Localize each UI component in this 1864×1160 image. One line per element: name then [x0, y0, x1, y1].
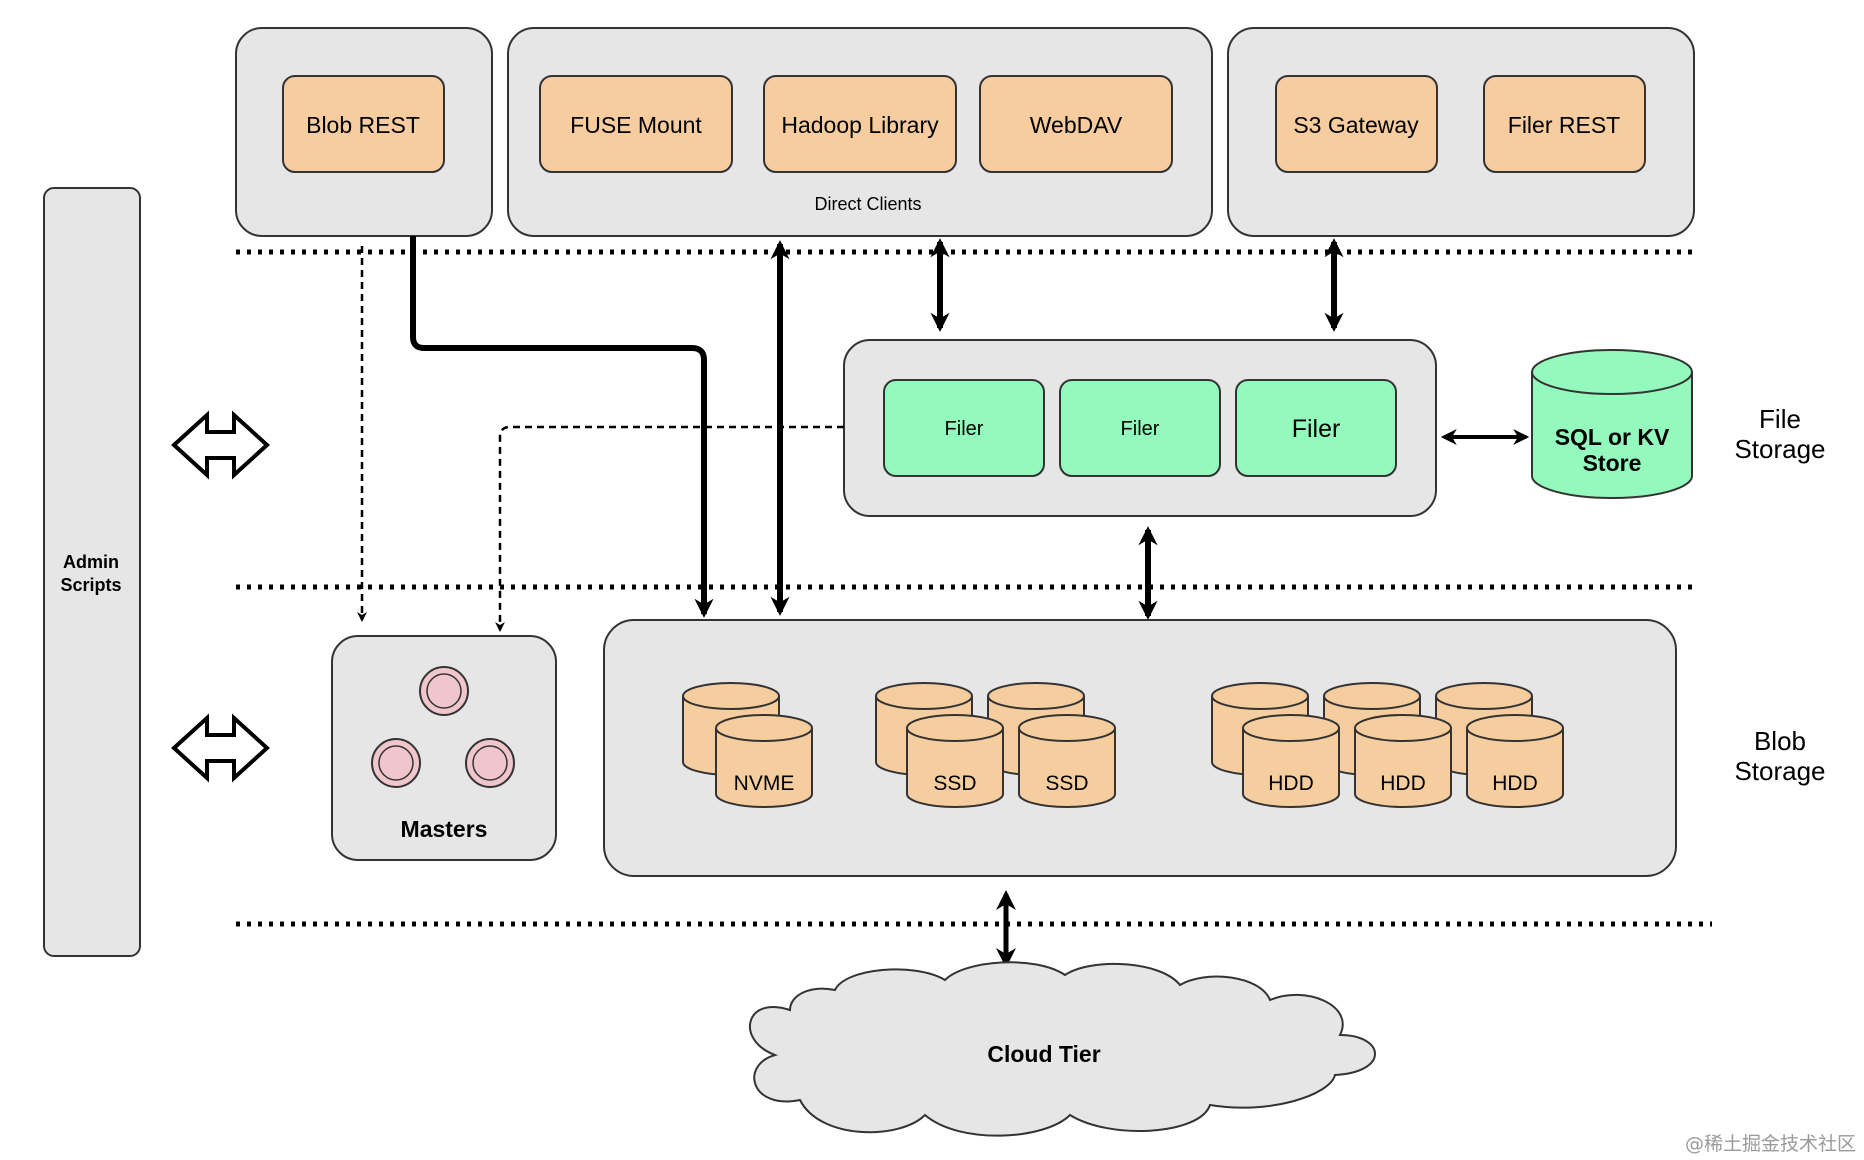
webdav-box: [979, 75, 1173, 173]
filer-label-3: Filer: [1292, 415, 1341, 443]
masters-group: Masters: [331, 635, 557, 861]
hdd-disk-3: HDD: [1466, 714, 1564, 808]
hadoop-library-box: [763, 75, 957, 173]
watermark-text: @稀土掘金技术社区: [1685, 1133, 1856, 1155]
direct-clients-group: FUSE Mount Hadoop Library WebDAV Direct …: [507, 27, 1213, 237]
masters-label: Masters: [401, 816, 488, 842]
cloud-tier: Cloud Tier: [748, 961, 1376, 1137]
filer-box-2: [1059, 379, 1221, 477]
hdd-disk-1-label: HDD: [1268, 772, 1314, 795]
s3-gateway-box: [1275, 75, 1438, 173]
sql-kv-store-label-line2: Store: [1583, 450, 1642, 476]
file-storage-label-line1: File: [1759, 404, 1801, 434]
filer-group: Filer Filer Filer: [843, 339, 1437, 517]
sql-kv-store-cylinder: SQL or KV Store: [1531, 349, 1693, 499]
nvme-disk-label: NVME: [734, 772, 795, 795]
filer-box-1: [883, 379, 1045, 477]
gateway-group: S3 Gateway Filer REST: [1227, 27, 1695, 237]
filer-rest-label: Filer REST: [1508, 112, 1620, 138]
ssd-disk-1-label: SSD: [933, 772, 976, 795]
blob-rest-label: Blob REST: [306, 112, 420, 138]
webdav-label: WebDAV: [1030, 112, 1123, 138]
hdd-disk-1: HDD: [1242, 714, 1340, 808]
hdd-disk-2: HDD: [1354, 714, 1452, 808]
fuse-mount-box: [539, 75, 733, 173]
fuse-mount-label: FUSE Mount: [570, 112, 702, 138]
filer-label-1: Filer: [945, 418, 984, 440]
filer-box-3: [1235, 379, 1397, 477]
blob-storage-label-line2: Storage: [1734, 756, 1825, 786]
sql-kv-store-label-line1: SQL or KV: [1555, 424, 1670, 450]
blob-storage-label-line1: Blob: [1754, 726, 1806, 756]
admin-to-file-layer-double-arrow: [171, 410, 270, 480]
nvme-disk: NVME: [715, 714, 813, 808]
filer-to-masters-dashed-arrow: [495, 425, 844, 632]
ssd-disk-2: SSD: [1018, 714, 1116, 808]
filer-label-2: Filer: [1121, 418, 1160, 440]
admin-scripts-panel: Admin Scripts: [43, 187, 141, 957]
ssd-disk-2-label: SSD: [1045, 772, 1088, 795]
s3-gateway-label: S3 Gateway: [1293, 112, 1419, 138]
blob-storage-group: [603, 619, 1677, 877]
admin-scripts-label-line1: Admin: [63, 552, 119, 572]
hdd-disk-3-label: HDD: [1492, 772, 1538, 795]
admin-scripts-label-line2: Scripts: [60, 575, 121, 595]
file-storage-label-line2: Storage: [1734, 434, 1825, 464]
blob-rest-box: [282, 75, 445, 173]
blob-rest-to-volume-thick-arrow: [410, 236, 714, 618]
blob-rest-group: Blob REST: [235, 27, 493, 237]
disk-cylinders: NVME SSD SSD HDD HDD HDD: [682, 682, 1564, 808]
cloud-tier-label: Cloud Tier: [987, 1041, 1100, 1067]
hadoop-library-label: Hadoop Library: [781, 112, 939, 138]
direct-clients-label: Direct Clients: [814, 194, 921, 214]
filer-rest-box: [1483, 75, 1646, 173]
hdd-disk-2-label: HDD: [1380, 772, 1426, 795]
ssd-disk-1: SSD: [906, 714, 1004, 808]
admin-to-blob-layer-double-arrow: [171, 713, 270, 783]
